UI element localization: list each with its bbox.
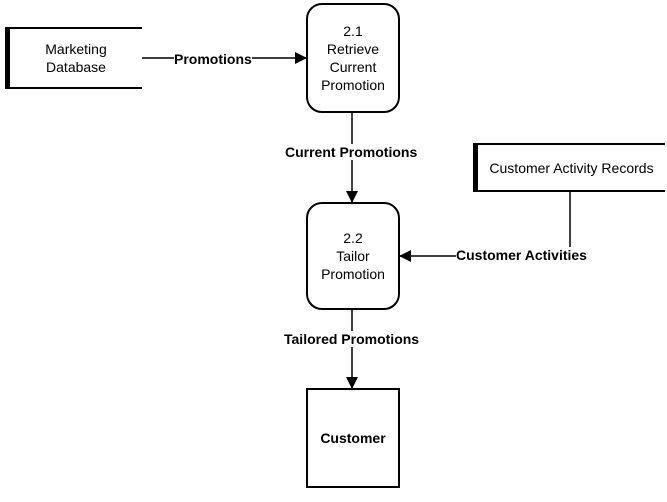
process-label-line3: Promotion: [321, 77, 385, 93]
process-label-line2: Promotion: [321, 266, 385, 282]
process-id: 2.2: [343, 230, 363, 246]
customer-label: Customer: [320, 430, 386, 446]
process-label-line2: Current: [329, 59, 377, 75]
process-label-line1: Tailor: [336, 248, 370, 264]
process-tailor-promotion: 2.2 Tailor Promotion: [306, 202, 400, 310]
marketing-database-line1: Marketing: [45, 41, 107, 57]
marketing-database-store: Marketing Database: [5, 27, 142, 89]
flow-label-current-promotions: Current Promotions: [285, 144, 418, 160]
customer-activity-records-label: Customer Activity Records: [489, 159, 654, 176]
marketing-database-line2: Database: [46, 59, 106, 75]
customer-activity-records-store: Customer Activity Records: [473, 143, 665, 192]
process-id: 2.1: [343, 23, 363, 39]
flow-label-tailored-promotions: Tailored Promotions: [284, 331, 420, 347]
customer-entity: Customer: [306, 388, 400, 488]
flow-label-promotions: Promotions: [174, 51, 252, 67]
flow-label-customer-activities: Customer Activities: [456, 247, 587, 263]
process-retrieve-current-promotion: 2.1 Retrieve Current Promotion: [306, 3, 400, 113]
process-label-line1: Retrieve: [326, 41, 380, 57]
